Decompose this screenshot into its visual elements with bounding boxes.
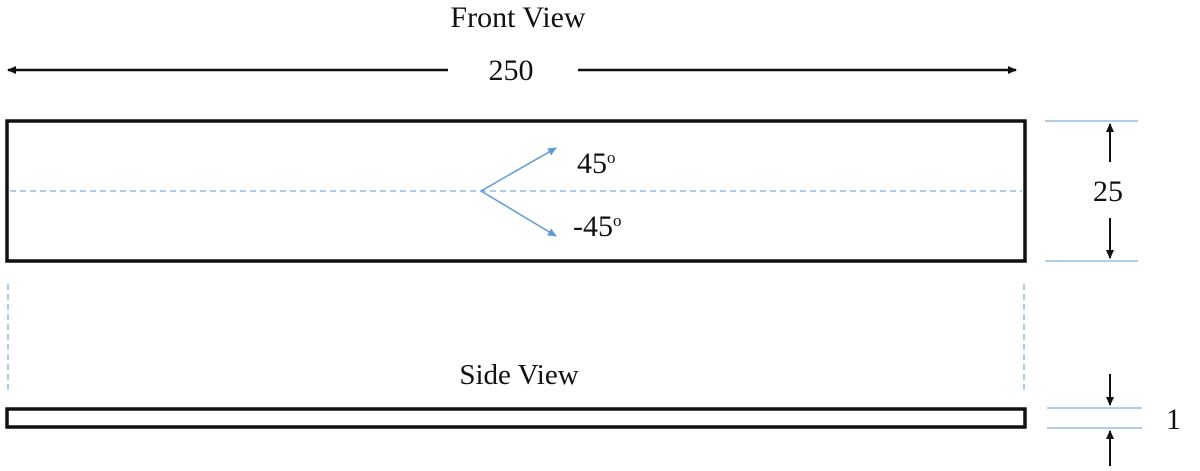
fiber-minus45-arrow bbox=[480, 190, 557, 237]
side-view-title: Side View bbox=[459, 359, 578, 391]
thickness-dimension-label: 1 bbox=[1166, 403, 1181, 436]
angle-minus45-label: -45o bbox=[573, 210, 622, 243]
angle-minus45-value: -45 bbox=[573, 210, 613, 243]
length-dimension-label: 250 bbox=[489, 54, 534, 87]
angle-minus45-degree: o bbox=[613, 211, 622, 230]
front-view-title: Front View bbox=[450, 1, 585, 34]
side-view-plate bbox=[5, 407, 1027, 429]
angle-45-label: 45o bbox=[577, 147, 616, 180]
angle-45-degree: o bbox=[607, 148, 616, 167]
fiber-45-arrow bbox=[480, 147, 557, 192]
angle-45-value: 45 bbox=[577, 147, 607, 180]
width-dimension-label: 25 bbox=[1093, 175, 1123, 208]
